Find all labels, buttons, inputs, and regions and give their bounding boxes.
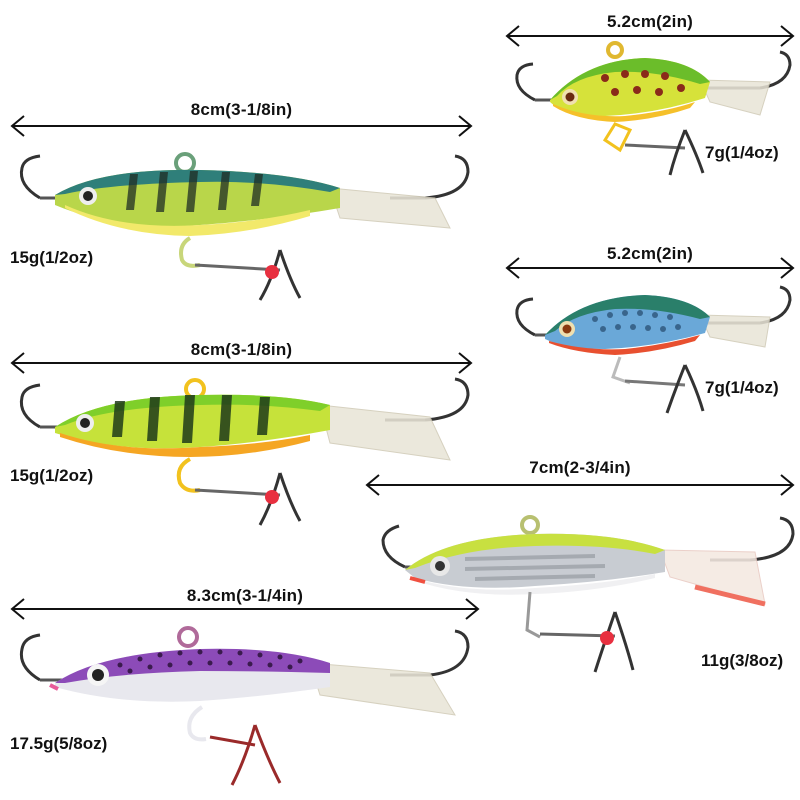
lure-purple-dots-image xyxy=(19,626,470,786)
weight-label: 17.5g(5/8oz) xyxy=(10,734,108,753)
weight-label: 7g(1/4oz) xyxy=(705,378,779,397)
lure-green-spots-image xyxy=(515,41,792,176)
weight-label: 15g(1/2oz) xyxy=(10,248,94,267)
lure-firetiger-image xyxy=(19,377,470,526)
length-label: 8cm(3-1/8in) xyxy=(190,340,293,359)
dimension-blue-scale: 5.2cm(2in) xyxy=(505,244,795,280)
dimension-firetiger: 8cm(3-1/8in) xyxy=(10,340,473,376)
double-arrow-icon xyxy=(10,598,480,620)
double-arrow-icon xyxy=(365,474,795,496)
length-label: 8cm(3-1/8in) xyxy=(190,100,293,119)
lure-perch-image xyxy=(19,152,470,301)
double-arrow-icon xyxy=(10,115,473,137)
length-label: 7cm(2-3/4in) xyxy=(529,458,631,477)
weight-label: 11g(3/8oz) xyxy=(701,651,784,670)
dimension-perch: 8cm(3-1/8in) xyxy=(10,100,473,137)
dimension-purple-dots: 8.3cm(3-1/4in) xyxy=(10,586,480,622)
double-arrow-icon xyxy=(505,25,795,47)
length-label: 5.2cm(2in) xyxy=(606,244,694,263)
dimension-silver-chartreuse: 7cm(2-3/4in) xyxy=(365,458,795,496)
double-arrow-icon xyxy=(10,352,473,374)
dimension-green-spots: 5.2cm(2in) xyxy=(505,12,795,48)
length-label: 8.3cm(3-1/4in) xyxy=(186,586,304,605)
length-label: 5.2cm(2in) xyxy=(606,12,694,31)
weight-label: 15g(1/2oz) xyxy=(10,466,94,485)
double-arrow-icon xyxy=(505,257,795,279)
lure-blue-scale-image xyxy=(515,285,792,414)
lure-silver-chartreuse-image xyxy=(381,515,795,673)
weight-label: 7g(1/4oz) xyxy=(705,143,779,162)
